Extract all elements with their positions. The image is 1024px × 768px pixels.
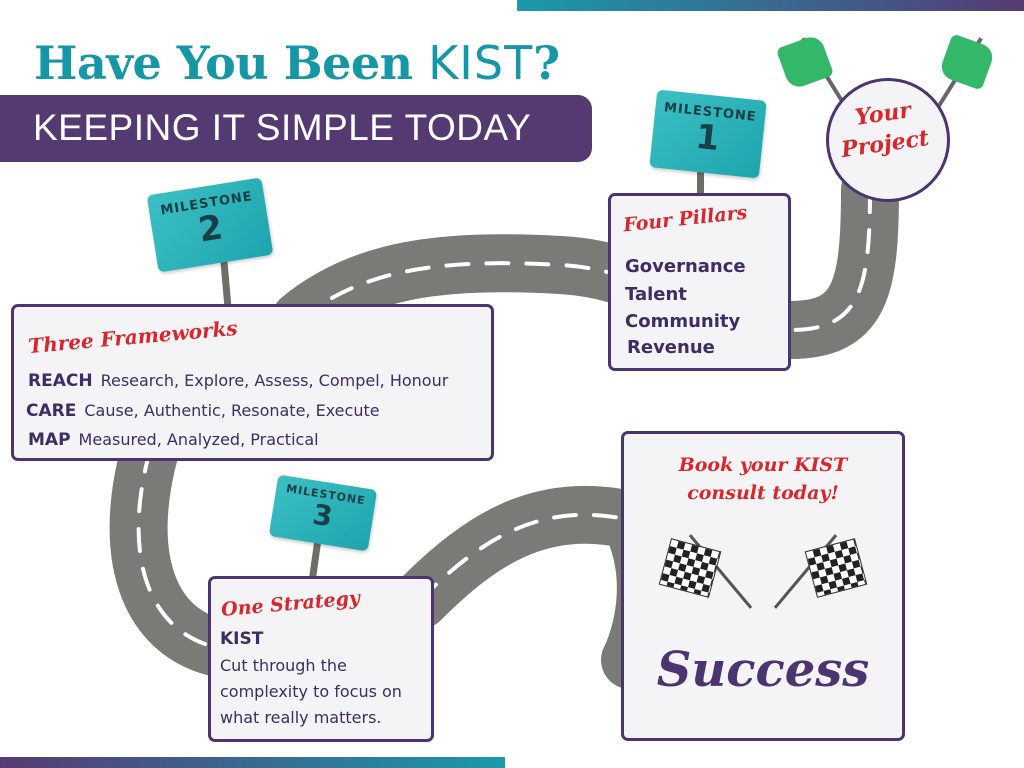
sign-post	[697, 160, 704, 200]
pillar-item: Community	[625, 311, 741, 332]
four-pillars-card: Four Pillars Governance Talent Community…	[608, 193, 791, 371]
one-strategy-card: One Strategy KIST Cut through the comple…	[208, 576, 434, 742]
four-pillars-heading: Four Pillars	[622, 201, 749, 237]
pillar-item: Talent	[625, 284, 687, 305]
your-project-circle: Your Project	[826, 78, 950, 202]
subtitle-banner: KEEPING IT SIMPLE TODAY	[0, 95, 592, 162]
cta-line2: consult today!	[687, 482, 839, 504]
success-card[interactable]: Book your KIST consult today! Success	[621, 431, 905, 741]
cta-line1: Book your KIST	[678, 454, 848, 476]
project-label-line1: Your	[853, 97, 913, 131]
project-label-line2: Project	[839, 124, 931, 164]
bottom-gradient-bar	[0, 757, 505, 768]
checkered-flag-icon	[658, 538, 722, 598]
three-frameworks-heading: Three Frameworks	[27, 315, 239, 359]
checkered-flag-icon	[804, 538, 868, 598]
success-word: Success	[656, 642, 870, 698]
pillar-item: Revenue	[627, 337, 715, 358]
page-title: Have You Been KIST?	[34, 36, 560, 90]
top-gradient-bar	[517, 0, 1024, 11]
one-strategy-heading: One Strategy	[220, 586, 361, 622]
strategy-description: Cut through the complexity to focus on w…	[220, 656, 402, 727]
pillar-item: Governance	[625, 256, 746, 277]
subtitle: KEEPING IT SIMPLE TODAY	[33, 107, 532, 148]
strategy-name: KIST	[220, 629, 264, 649]
